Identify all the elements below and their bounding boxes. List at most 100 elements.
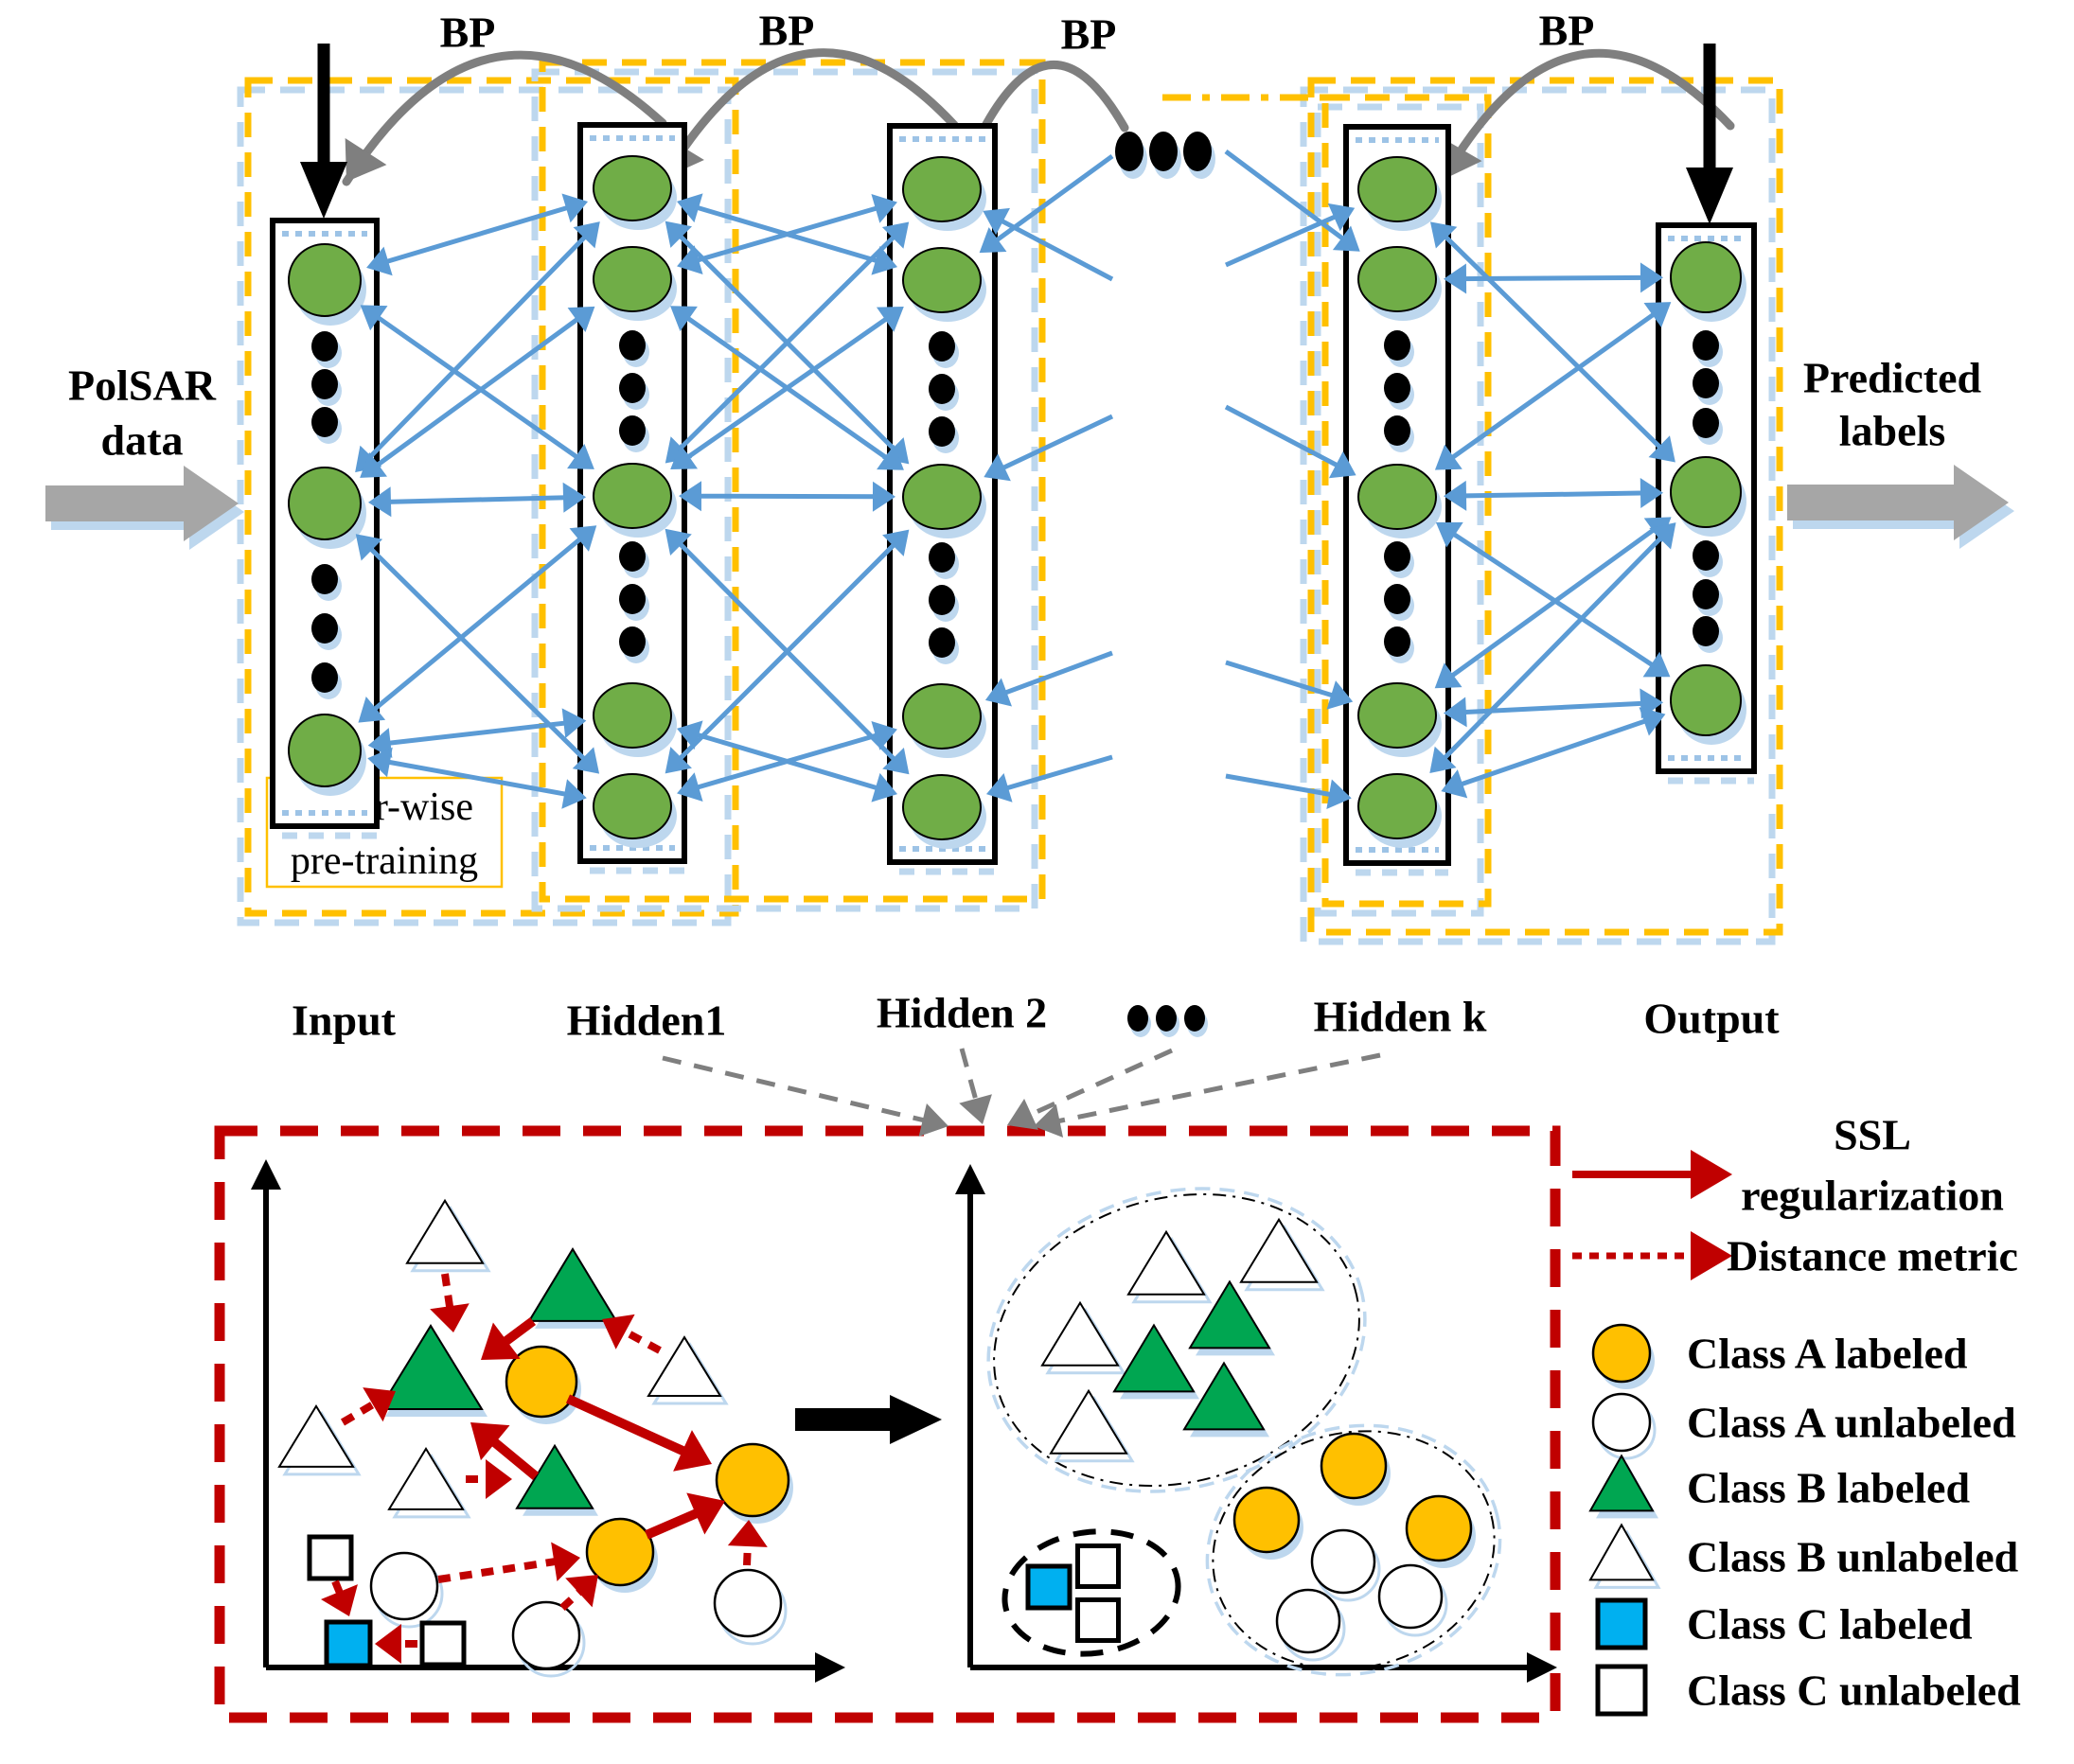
white-triangle xyxy=(1040,1300,1120,1367)
connection-stub-arrow xyxy=(1224,149,1350,245)
connection-arrow xyxy=(673,538,901,766)
cluster-ellipse xyxy=(1212,1430,1496,1670)
distance-metric-arrow xyxy=(340,1396,383,1426)
white-triangle xyxy=(1239,1217,1319,1283)
blue-square xyxy=(1025,1563,1072,1611)
arrowhead-icon xyxy=(569,525,597,552)
connection-arrow xyxy=(1458,490,1649,499)
connection-arrow xyxy=(690,203,884,265)
white-circle xyxy=(369,1551,439,1621)
bp-label: BP xyxy=(1539,7,1595,55)
y-axis-arrowhead xyxy=(955,1164,985,1194)
connection-arrow xyxy=(367,533,587,715)
layer-label-output: Output xyxy=(1643,995,1780,1043)
arrowhead-icon xyxy=(470,1422,510,1461)
arrowhead-icon xyxy=(1640,262,1664,293)
connection-arrow xyxy=(380,203,575,266)
connection-arrow xyxy=(674,230,900,455)
feature-map-dashed-arrow xyxy=(1021,1048,1174,1120)
green-triangle xyxy=(527,1246,618,1322)
legend-white-square xyxy=(1595,1664,1648,1717)
connection-arrow xyxy=(382,495,572,504)
green-triangle xyxy=(1182,1361,1266,1431)
arrowhead-icon xyxy=(1648,435,1675,463)
neuron-node xyxy=(288,467,362,540)
arrowhead-icon xyxy=(1434,662,1462,689)
arrowhead-icon xyxy=(1640,478,1664,509)
transform-arrow xyxy=(795,1395,942,1444)
io-arrow xyxy=(1787,465,2009,540)
ellipsis-dot xyxy=(929,416,955,447)
arrowhead-icon xyxy=(979,227,1007,254)
ellipsis-dot xyxy=(1384,373,1410,403)
arrowhead-icon xyxy=(882,747,910,775)
arrowhead-icon xyxy=(367,747,393,778)
layerwise-note-text: pre-training xyxy=(291,839,478,883)
white-triangle xyxy=(405,1198,485,1264)
polsar-data-label: PolSAR xyxy=(68,362,217,410)
arrowhead-icon xyxy=(677,772,703,802)
arrowhead-icon xyxy=(321,1584,358,1616)
cluster-ellipse-shadow xyxy=(986,1187,1367,1493)
arrowhead-icon xyxy=(367,486,392,518)
legend-item-label: Class A labeled xyxy=(1687,1330,1968,1378)
green-triangle xyxy=(515,1443,594,1509)
white-triangle xyxy=(1049,1388,1128,1455)
arrowhead-icon xyxy=(360,305,388,331)
connection-stub-arrow xyxy=(1224,404,1344,471)
network-columns xyxy=(270,122,1757,876)
arrowhead-icon xyxy=(358,697,386,723)
io-arrow xyxy=(45,466,239,541)
neuron-node xyxy=(1357,464,1437,530)
connection-arrow xyxy=(1454,716,1653,789)
neuron-node xyxy=(902,464,982,530)
neuron-node xyxy=(288,714,362,787)
omitted-layers-dots xyxy=(1115,132,1215,179)
arrowhead-icon xyxy=(1328,450,1356,479)
input-flow-arrowhead xyxy=(1686,168,1733,224)
connection-arrow xyxy=(381,719,573,747)
connection-arrow xyxy=(681,312,894,464)
ellipsis-dot xyxy=(311,407,338,437)
arrowhead-icon xyxy=(727,1520,768,1547)
legend-arrow-label: Distance metric xyxy=(1727,1232,2018,1280)
arrowhead-icon xyxy=(678,481,702,512)
neuron-node xyxy=(1357,246,1437,312)
neuron-node xyxy=(593,773,672,839)
y-axis-arrowhead xyxy=(251,1159,281,1190)
ellipsis-dot xyxy=(619,541,646,572)
feature-map-dashed-arrow xyxy=(959,1048,981,1109)
green-triangle xyxy=(1188,1279,1271,1349)
legend-item-label: Class A unlabeled xyxy=(1687,1399,2016,1447)
arrowhead-icon xyxy=(984,453,1011,482)
arrowhead-icon xyxy=(1007,1099,1038,1130)
arrowhead-icon xyxy=(871,721,897,750)
ellipsis-dot xyxy=(1384,415,1410,446)
arrowhead-icon xyxy=(602,1314,635,1349)
arrowhead-icon xyxy=(567,443,594,469)
bp-label: BP xyxy=(759,7,815,55)
orange-circle xyxy=(1232,1486,1301,1554)
neuron-node xyxy=(593,682,672,749)
layer-label-input: Input xyxy=(292,997,397,1045)
arrowhead-icon xyxy=(871,772,898,803)
ellipsis-dot xyxy=(1693,330,1719,361)
connection-arrow xyxy=(1458,274,1649,282)
layer-label-hidden-k: Hidden k xyxy=(1314,993,1487,1041)
connection-stub-arrow xyxy=(1225,773,1338,799)
arrowhead-icon xyxy=(876,307,904,332)
arrowhead-icon xyxy=(665,747,692,774)
white-circle xyxy=(1275,1588,1341,1654)
layer-column-input xyxy=(270,218,380,839)
pretraining-box-shadow xyxy=(237,86,732,926)
arrowhead-icon xyxy=(665,220,692,248)
layer-label-hidden-2: Hidden 2 xyxy=(877,989,1047,1037)
arrowhead-icon xyxy=(486,1459,512,1499)
arrowhead-icon xyxy=(573,221,600,249)
ellipsis-dot xyxy=(929,627,955,658)
arrowhead-icon xyxy=(1443,697,1467,728)
connection-stub-arrow xyxy=(1225,660,1340,700)
